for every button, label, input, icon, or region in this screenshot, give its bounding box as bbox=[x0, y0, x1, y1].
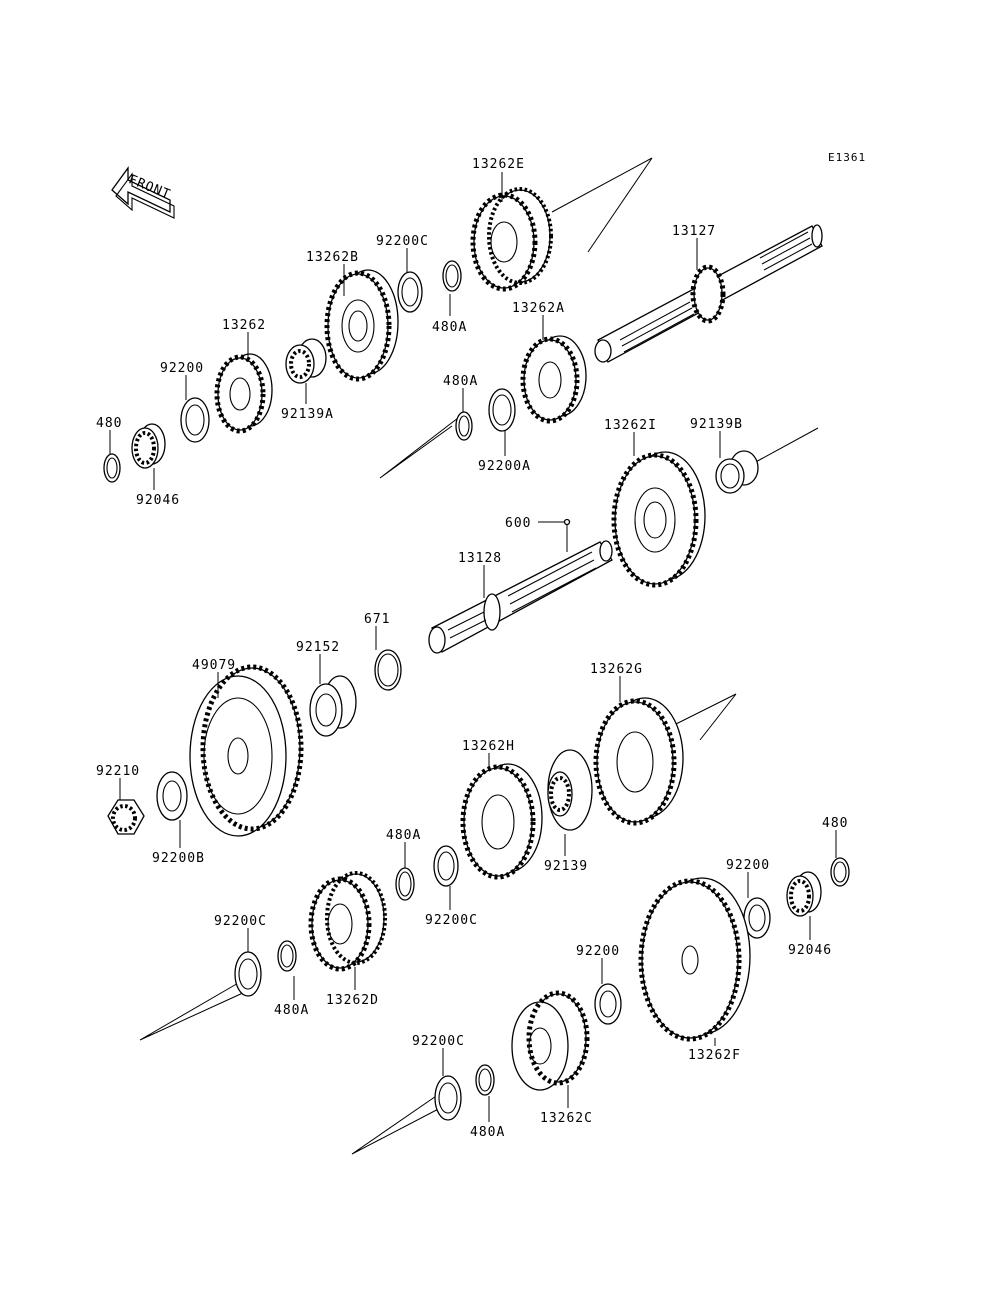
washer-92200B bbox=[156, 771, 188, 821]
front-arrow-icon: FRONT bbox=[111, 166, 175, 219]
circlip-480-left bbox=[103, 453, 121, 483]
gear-13262 bbox=[214, 353, 273, 434]
label-92200-right: 92200 bbox=[726, 858, 770, 873]
label-13262E: 13262E bbox=[472, 157, 525, 172]
label-13262I: 13262I bbox=[604, 418, 657, 433]
gear-13262D bbox=[308, 871, 387, 972]
label-600: 600 bbox=[505, 516, 531, 531]
label-480A-mid: 480A bbox=[443, 374, 478, 389]
label-92046-right: 92046 bbox=[788, 943, 832, 958]
leader-lines bbox=[109, 172, 837, 1122]
gear-49079 bbox=[189, 664, 304, 837]
label-92139B: 92139B bbox=[690, 417, 743, 432]
label-92200C-lower: 92200C bbox=[425, 913, 478, 928]
gear-13262F bbox=[638, 877, 751, 1042]
part-labels: 13262E 13127 92200C 13262B 480A 13262A 1… bbox=[96, 157, 848, 1140]
label-92200C-top: 92200C bbox=[376, 234, 429, 249]
label-92200-bottom: 92200 bbox=[576, 944, 620, 959]
guide-lines bbox=[139, 157, 819, 1155]
bearing-92139B bbox=[715, 450, 759, 494]
washer-92200A bbox=[488, 388, 516, 432]
gear-13262C bbox=[511, 990, 590, 1091]
label-480A-top: 480A bbox=[432, 320, 467, 335]
label-480-left: 480 bbox=[96, 416, 122, 431]
diagram-code: E1361 bbox=[828, 151, 866, 164]
label-13262F: 13262F bbox=[688, 1048, 741, 1063]
gear-13262A bbox=[520, 335, 587, 424]
label-13262G: 13262G bbox=[590, 662, 643, 677]
washer-92200C-left bbox=[234, 951, 262, 997]
bearing-92046-left bbox=[131, 423, 166, 469]
sleeve-92139 bbox=[547, 749, 593, 831]
needle-bearing-92139A bbox=[285, 338, 327, 384]
label-92139: 92139 bbox=[544, 859, 588, 874]
label-13262: 13262 bbox=[222, 318, 266, 333]
gear-13262H bbox=[460, 763, 543, 880]
washer-92200C-lower bbox=[433, 845, 459, 887]
label-671: 671 bbox=[364, 612, 390, 627]
label-480A-bottom: 480A bbox=[470, 1125, 505, 1140]
label-92210: 92210 bbox=[96, 764, 140, 779]
label-13262B: 13262B bbox=[306, 250, 359, 265]
label-92200-left: 92200 bbox=[160, 361, 204, 376]
label-13127: 13127 bbox=[672, 224, 716, 239]
washer-92200-bottom bbox=[594, 983, 622, 1025]
label-92200A: 92200A bbox=[478, 459, 531, 474]
label-92200B: 92200B bbox=[152, 851, 205, 866]
washer-92200C-bottom bbox=[434, 1075, 462, 1121]
circlip-480A-lower bbox=[395, 867, 415, 901]
gear-13262E bbox=[470, 187, 553, 292]
label-13262C: 13262C bbox=[540, 1111, 593, 1126]
gear-13262I bbox=[611, 451, 706, 588]
label-92139A: 92139A bbox=[281, 407, 334, 422]
label-480-right: 480 bbox=[822, 816, 848, 831]
o-ring-671 bbox=[374, 649, 402, 691]
collar-92152 bbox=[309, 675, 357, 737]
label-480A-lower: 480A bbox=[386, 828, 421, 843]
marker-600 bbox=[538, 518, 571, 552]
label-49079: 49079 bbox=[192, 658, 236, 673]
label-13262A: 13262A bbox=[512, 301, 565, 316]
shaft-13127 bbox=[594, 224, 823, 363]
bearing-92046-right bbox=[786, 871, 822, 917]
label-13262H: 13262H bbox=[462, 739, 515, 754]
label-92152: 92152 bbox=[296, 640, 340, 655]
label-13128: 13128 bbox=[458, 551, 502, 566]
label-92200C-bottom: 92200C bbox=[412, 1034, 465, 1049]
washer-92200C-top bbox=[397, 271, 423, 313]
label-92046-left: 92046 bbox=[136, 493, 180, 508]
label-480A-left: 480A bbox=[274, 1003, 309, 1018]
label-92200C-left: 92200C bbox=[214, 914, 267, 929]
washer-92200-left bbox=[180, 397, 210, 443]
gear-13262B bbox=[324, 269, 399, 382]
circlip-480A-top bbox=[442, 260, 462, 292]
circlip-480-right bbox=[830, 857, 850, 887]
nut-92210 bbox=[107, 799, 145, 835]
gear-13262G bbox=[593, 697, 684, 826]
shaft-13128 bbox=[428, 540, 613, 654]
circlip-480A-mid bbox=[455, 411, 473, 441]
circlip-480A-bottom bbox=[475, 1064, 495, 1096]
circlip-480A-left bbox=[277, 940, 297, 972]
label-13262D: 13262D bbox=[326, 993, 379, 1008]
